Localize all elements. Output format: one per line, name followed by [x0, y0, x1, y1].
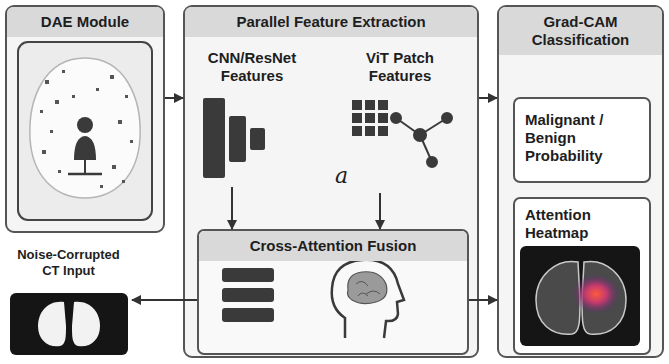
branch-label: CNN/ResNet Features — [197, 47, 307, 87]
vit-patches — [352, 100, 388, 136]
flow-arrow — [231, 187, 233, 229]
attention-graph — [391, 113, 452, 167]
flow-arrow — [379, 193, 381, 229]
input-label: Noise-Corrupted CT Input — [5, 245, 132, 280]
head-brain-icon — [332, 260, 404, 338]
output-label: Malignant / Benign Probability — [515, 99, 649, 177]
cnn-blocks — [203, 98, 265, 178]
dae-illustration — [18, 42, 152, 220]
module-panel: Parallel Feature ExtractionCNN/ResNet Fe… — [183, 5, 479, 358]
output-label: Attention Heatmap — [515, 199, 649, 249]
output-box: Malignant / Benign Probability — [513, 97, 651, 183]
feature-stack — [222, 268, 274, 322]
flow-arrow — [479, 97, 497, 99]
heatmap-image — [520, 246, 640, 346]
panel-title: DAE Module — [7, 7, 163, 37]
box-title: Cross-Attention Fusion — [199, 231, 467, 261]
branch-label: ViT Patch Features — [335, 47, 465, 87]
panel-title: Parallel Feature Extraction — [185, 7, 477, 37]
attention-symbol: a — [335, 165, 348, 187]
flow-arrow — [469, 299, 497, 301]
flow-arrow — [165, 97, 183, 99]
ct-input-image — [10, 293, 128, 355]
flow-arrow — [132, 299, 197, 301]
panel-title: Grad-CAM Classification — [499, 7, 662, 55]
